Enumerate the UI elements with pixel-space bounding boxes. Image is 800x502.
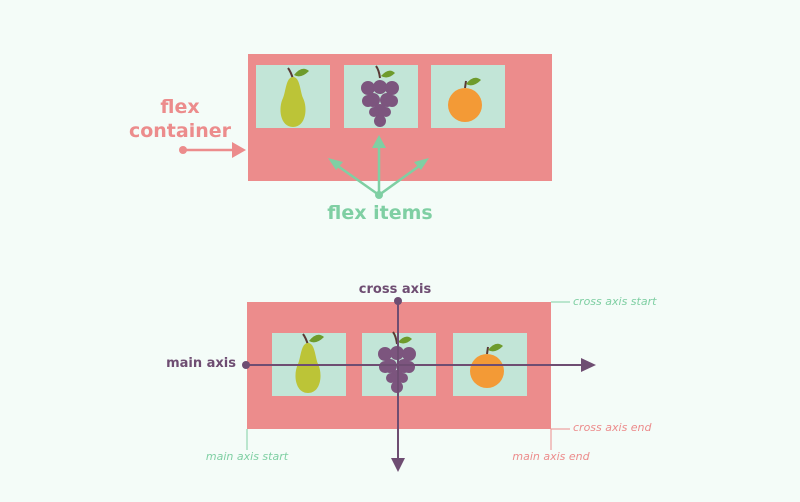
main-axis-label: main axis <box>166 356 236 371</box>
main-axis-start-label: main axis start <box>205 450 289 463</box>
main-axis-end-label: main axis end <box>512 450 590 463</box>
flex-item-top-1 <box>256 65 330 128</box>
flex-items-label: flex items <box>327 202 433 224</box>
main-axis-arrow <box>242 358 596 372</box>
flex-container-label: flex container <box>120 95 240 143</box>
flex-container-label-line1: flex <box>160 96 200 118</box>
flex-container-label-line2: container <box>128 120 232 142</box>
cross-axis-start-label: cross axis start <box>573 295 657 308</box>
cross-axis-arrow <box>391 297 405 472</box>
flex-items-arrows <box>328 135 429 199</box>
axis-guides-end <box>550 428 570 450</box>
axis-guides <box>246 301 570 450</box>
cross-axis-label: cross axis <box>358 282 432 297</box>
flex-item-top-2 <box>344 65 418 128</box>
cross-axis-end-label: cross axis end <box>573 421 652 434</box>
flex-item-top-3 <box>431 65 505 128</box>
flex-container-arrow <box>179 142 246 158</box>
